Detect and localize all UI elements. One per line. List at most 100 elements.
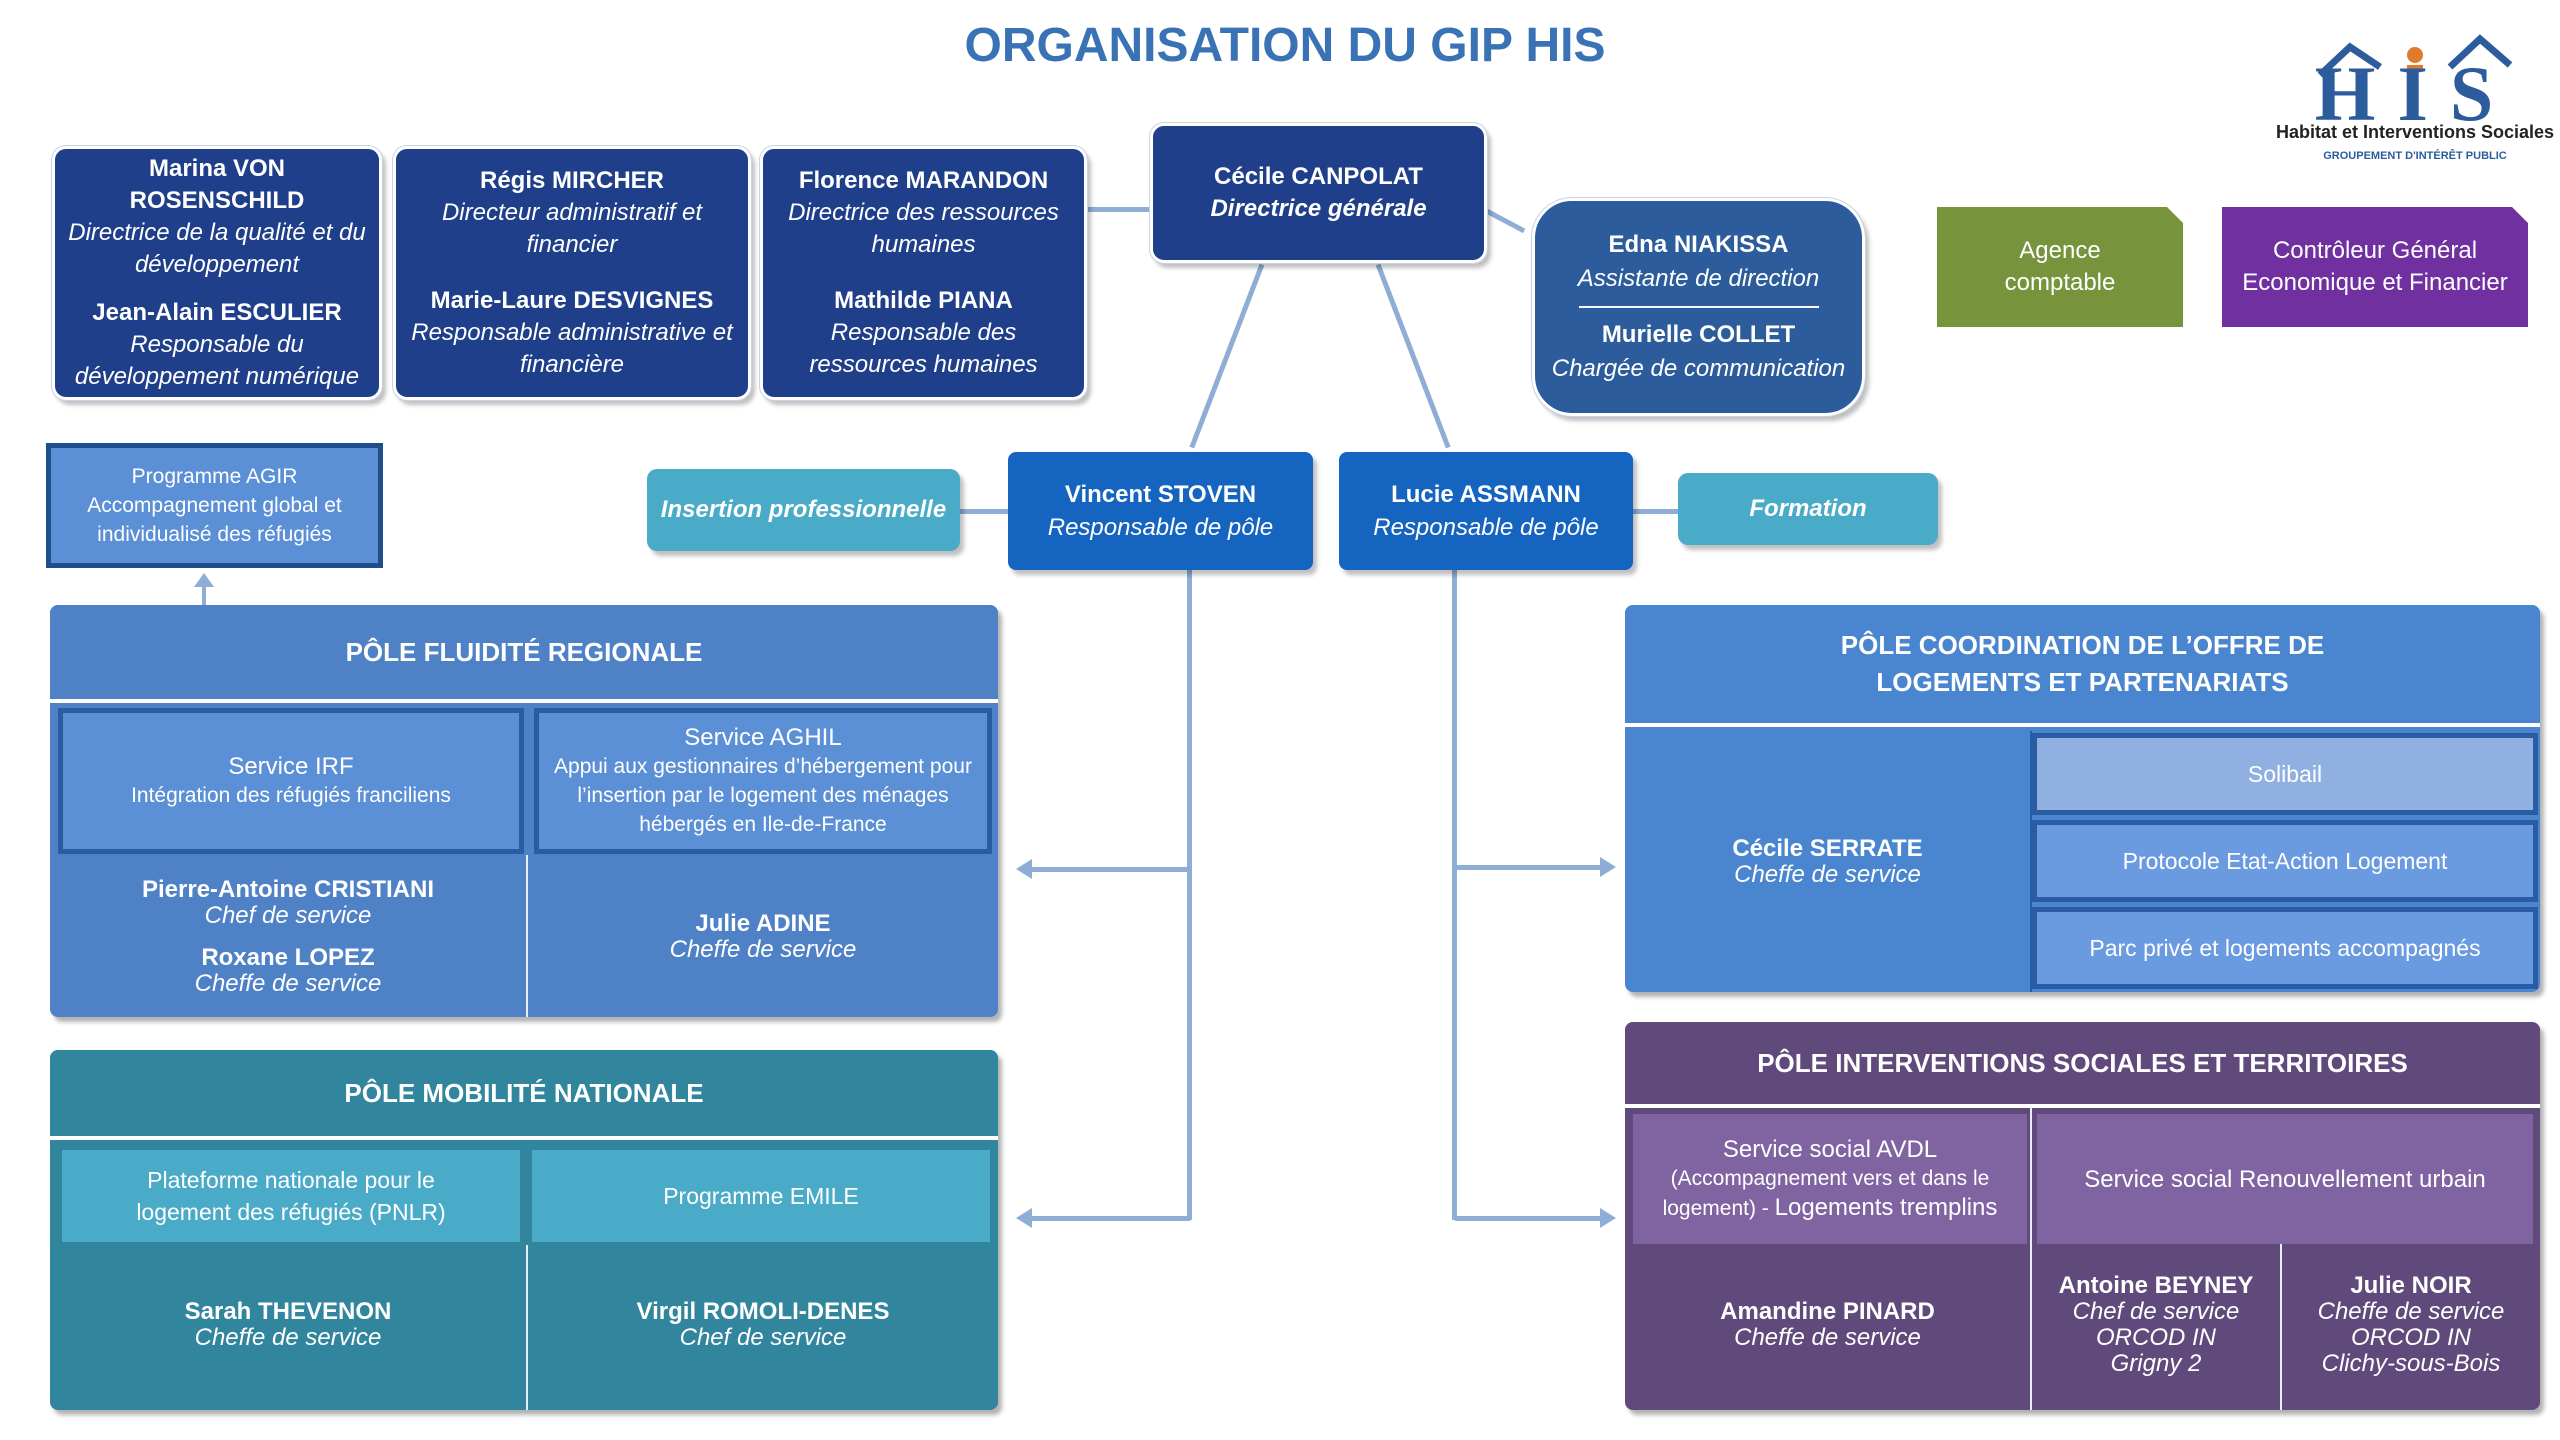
programme-agir-label: Programme AGIR Accompagnement global et … — [87, 465, 342, 546]
person-role: Cheffe de service — [2317, 1298, 2505, 1325]
divider — [2030, 1108, 2032, 1410]
service-irf-title: Service IRF — [228, 753, 354, 780]
service-irf: Service IRF Intégration des réfugiés fra… — [58, 708, 524, 854]
communication-name: Murielle COLLET — [1601, 321, 1796, 348]
pole-coordination-header: PÔLE COORDINATION DE L’OFFRE DE LOGEMENT… — [1625, 605, 2540, 727]
person-role: Cheffe de service — [194, 970, 382, 997]
person-detail: Grigny 2 — [2110, 1350, 2202, 1377]
assistant-divider — [1578, 306, 1819, 308]
person-romoli-denes: Virgil ROMOLI-DENES Chef de service — [528, 1265, 998, 1385]
connector-stoven-vertical — [1187, 568, 1192, 1220]
executive-name: Jean-Alain ESCULIER — [92, 299, 342, 326]
divider — [2030, 731, 2032, 992]
controleur-box: Contrôleur Général Economique et Financi… — [2222, 207, 2528, 327]
service-parc-prive-label: Parc privé et logements accompagnés — [2089, 934, 2481, 961]
insertion-label: Insertion professionnelle — [660, 496, 947, 523]
pole-responsable-assmann: Lucie ASSMANN Responsable de pôle — [1339, 452, 1633, 570]
person-noir: Julie NOIR Cheffe de service ORCOD IN Cl… — [2282, 1250, 2540, 1400]
person-name: Amandine PINARD — [1720, 1298, 1935, 1325]
service-aghil-title: Service AGHIL — [684, 724, 842, 751]
service-solibail-label: Solibail — [2247, 760, 2323, 787]
person-beyney: Antoine BEYNEY Chef de service ORCOD IN … — [2032, 1250, 2280, 1400]
service-avdl-tail: Logements tremplins — [1774, 1194, 1998, 1221]
executive-role: Directrice de la qualité et du développe… — [68, 219, 366, 278]
pole-coordination: PÔLE COORDINATION DE L’OFFRE DE LOGEMENT… — [1625, 605, 2540, 992]
service-parc-prive: Parc privé et logements accompagnés — [2032, 907, 2538, 989]
divider — [2280, 1244, 2282, 1410]
service-aghil: Service AGHIL Appui aux gestionnaires d’… — [534, 708, 992, 854]
assistant-name: Edna NIAKISSA — [1608, 231, 1789, 258]
person-adine: Julie ADINE Cheffe de service — [528, 867, 998, 1007]
connector-director-stoven — [1189, 263, 1265, 449]
person-thevenon: Sarah THEVENON Cheffe de service — [50, 1265, 526, 1385]
connector-assmann-vertical — [1452, 568, 1457, 1220]
person-role: Chef de service — [2072, 1298, 2240, 1325]
divider — [526, 1245, 528, 1410]
logo-subtitle: GROUPEMENT D'INTÉRÊT PUBLIC — [2323, 150, 2507, 162]
pole-mobilite-header: PÔLE MOBILITÉ NATIONALE — [50, 1050, 998, 1140]
executive-role: Responsable administrative et financière — [411, 319, 733, 378]
page-title: ORGANISATION DU GIP HIS — [964, 19, 1606, 72]
arrow-to-interventions — [1600, 1208, 1616, 1228]
divider — [526, 855, 528, 1017]
person-detail: ORCOD IN — [2096, 1324, 2216, 1351]
person-name: Julie NOIR — [2350, 1272, 2472, 1299]
person-name: Antoine BEYNEY — [2058, 1272, 2254, 1299]
person-name: Sarah THEVENON — [184, 1298, 392, 1325]
arrow-to-mobilite — [1016, 1208, 1032, 1228]
formation-box: Formation — [1678, 473, 1938, 545]
communication-role: Chargée de communication — [1551, 355, 1846, 382]
pole-resp-role: Responsable de pôle — [1373, 514, 1599, 541]
connector-formation — [1628, 509, 1678, 514]
pole-resp-name: Lucie ASSMANN — [1391, 481, 1581, 508]
service-solibail: Solibail — [2032, 733, 2538, 815]
assistant-role: Assistante de direction — [1577, 265, 1820, 292]
pole-mobilite: PÔLE MOBILITÉ NATIONALE Plateforme natio… — [50, 1050, 998, 1410]
connector-agir — [202, 585, 206, 607]
person-name: Cécile SERRATE — [1732, 834, 1923, 862]
director-box: Cécile CANPOLAT Directrice générale — [1149, 122, 1488, 264]
agence-comptable-box: Agence comptable — [1937, 207, 2183, 327]
executive-name: Régis MIRCHER — [479, 167, 665, 194]
person-role: Chef de service — [679, 1324, 847, 1351]
person-role: Cheffe de service — [1734, 1324, 1921, 1351]
executive-box-quality: Marina VON ROSENSCHILD Directrice de la … — [51, 145, 383, 401]
assistant-box: Edna NIAKISSA Assistante de direction Mu… — [1531, 197, 1866, 417]
executive-box-admin: Régis MIRCHER Directeur administratif et… — [392, 145, 752, 401]
connector-to-interventions — [1455, 1216, 1603, 1221]
pole-responsable-stoven: Vincent STOVEN Responsable de pôle — [1008, 452, 1313, 570]
pole-interventions: PÔLE INTERVENTIONS SOCIALES ET TERRITOIR… — [1625, 1022, 2540, 1410]
executive-name: Florence MARANDON — [798, 167, 1049, 194]
executive-name: Marina VON ROSENSCHILD — [129, 155, 305, 214]
connector-to-mobilite — [1030, 1216, 1190, 1221]
arrow-to-coordination — [1600, 857, 1616, 877]
person-name: Virgil ROMOLI-DENES — [636, 1298, 890, 1325]
service-irf-desc: Intégration des réfugiés franciliens — [131, 784, 451, 807]
person-name: Roxane LOPEZ — [201, 944, 375, 971]
connector-to-coordination — [1455, 865, 1603, 870]
service-pnlr-label: Plateforme nationale pour le logement de… — [136, 1167, 446, 1225]
connector-to-fluidite — [1030, 867, 1190, 872]
person-detail: Clichy-sous-Bois — [2321, 1350, 2501, 1377]
service-renouvellement-label: Service social Renouvellement urbain — [2084, 1165, 2486, 1193]
pole-resp-name: Vincent STOVEN — [1064, 481, 1257, 508]
service-avdl-title: Service social AVDL — [1722, 1136, 1938, 1163]
person-role: Cheffe de service — [669, 936, 857, 963]
executive-role: Responsable du développement numérique — [74, 331, 360, 390]
service-avdl-desc: (Accompagnement vers et dans le logement… — [1662, 1167, 1990, 1220]
person-name: Pierre-Antoine CRISTIANI — [141, 876, 435, 903]
pole-interventions-header: PÔLE INTERVENTIONS SOCIALES ET TERRITOIR… — [1625, 1022, 2540, 1108]
person-pinard: Amandine PINARD Cheffe de service — [1625, 1250, 2030, 1400]
service-emile: Programme EMILE — [532, 1150, 990, 1242]
person-name: Julie ADINE — [695, 910, 831, 937]
arrow-to-fluidite — [1016, 859, 1032, 879]
pole-fluidite-header: PÔLE FLUIDITÉ REGIONALE — [50, 605, 998, 703]
person-role: Cheffe de service — [1734, 860, 1921, 888]
connector-exec-director — [1085, 207, 1150, 212]
executive-name: Marie-Laure DESVIGNES — [430, 287, 714, 314]
person-cristiani: Pierre-Antoine CRISTIANI Chef de service… — [50, 867, 526, 1007]
logo-name: Habitat et Interventions Sociales — [2275, 122, 2555, 142]
pole-resp-role: Responsable de pôle — [1047, 514, 1274, 541]
agence-comptable-label: Agence comptable — [2004, 237, 2116, 296]
house-icon — [2317, 34, 2513, 78]
